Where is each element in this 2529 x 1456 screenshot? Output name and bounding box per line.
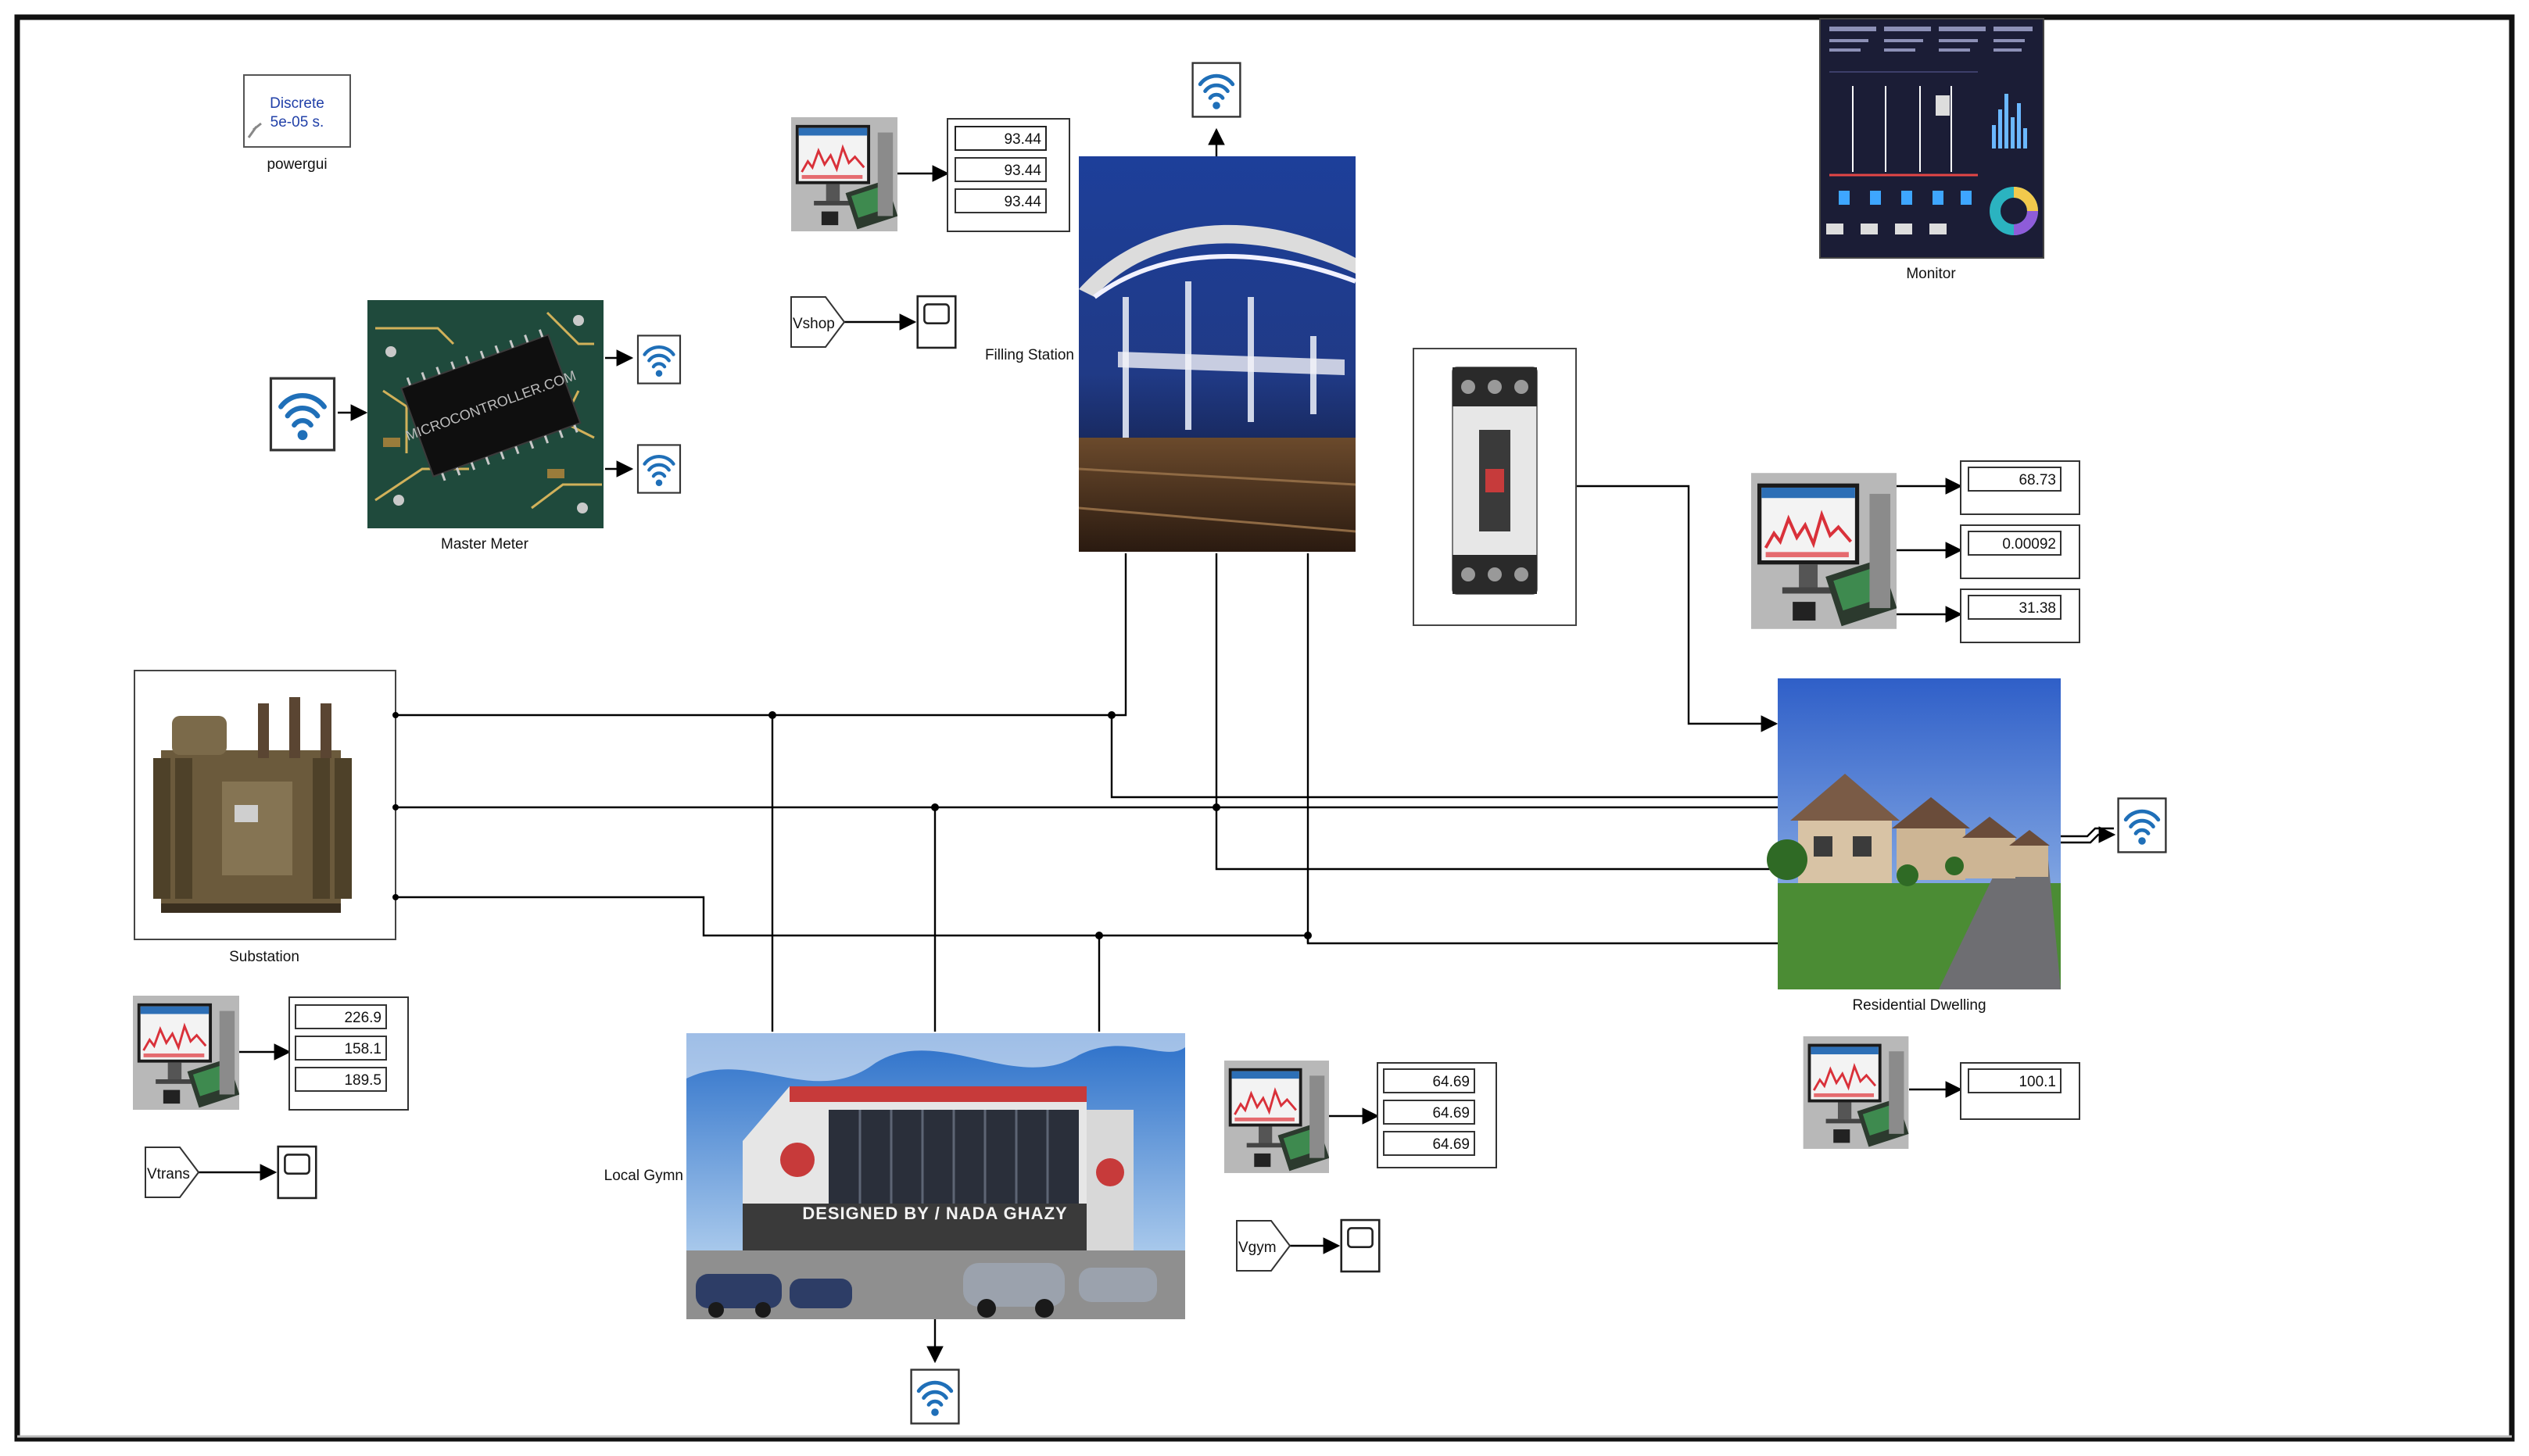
monitor-block[interactable]: Monitor <box>1819 18 2044 282</box>
pcb-components <box>383 315 588 513</box>
wifi-icon[interactable] <box>912 1370 959 1424</box>
substation-block[interactable]: Substation <box>134 670 396 965</box>
display-value: 64.69 <box>1432 1105 1470 1122</box>
residential-display: 68.73 0.00092 31.38 <box>1960 460 2080 643</box>
smart-meter-icon[interactable] <box>791 117 897 231</box>
master-meter-block[interactable]: MICROCONTROLLER.COM Master Meter <box>367 300 604 553</box>
wifi-icon[interactable] <box>638 335 680 383</box>
substation-label: Substation <box>229 949 299 965</box>
wifi-icon[interactable] <box>1193 63 1241 117</box>
filling-station-block[interactable]: Filling Station <box>985 156 1357 552</box>
display-value: 158.1 <box>344 1041 381 1057</box>
gym-banner-text: DESIGNED BY / NADA GHAZY <box>802 1204 1067 1223</box>
vgym-tag[interactable]: Vgym <box>1236 1220 1291 1272</box>
local-gym-block[interactable]: DESIGNED BY / NADA GHAZY Local Gymn <box>604 1033 1185 1319</box>
gym-display: 64.69 64.69 64.69 <box>1377 1062 1497 1168</box>
substation-display: 226.9 158.1 189.5 <box>288 996 409 1111</box>
wifi-icon[interactable] <box>2119 799 2166 853</box>
wifi-icon[interactable] <box>270 378 334 450</box>
wires <box>199 127 2116 1364</box>
wifi-icon[interactable] <box>638 445 680 492</box>
residential-dwelling-label: Residential Dwelling <box>1852 997 1986 1014</box>
display-value: 93.44 <box>1004 131 1041 148</box>
scope-icon[interactable] <box>916 295 957 349</box>
scope-icon[interactable] <box>277 1145 317 1200</box>
vshop-tag-label: Vshop <box>793 316 835 332</box>
monitor-dashboard <box>1826 27 2038 235</box>
display-value: 31.38 <box>2019 600 2056 617</box>
residential-dwelling-block[interactable]: Residential Dwelling <box>1767 678 2061 1014</box>
display-value: 226.9 <box>344 1010 381 1026</box>
outer-frame <box>14 14 2515 1442</box>
powergui-line2: 5e-05 s. <box>270 114 324 131</box>
monitor-label: Monitor <box>1906 266 1956 282</box>
powergui-line1: Discrete <box>270 95 324 112</box>
display-value: 93.44 <box>1004 163 1041 179</box>
vshop-tag[interactable]: Vshop <box>790 296 846 348</box>
vgym-tag-label: Vgym <box>1238 1240 1277 1256</box>
powergui-link-icon <box>247 122 262 138</box>
display-value: 189.5 <box>344 1072 381 1089</box>
display-value: 93.44 <box>1004 194 1041 210</box>
filling-station-label: Filling Station <box>985 347 1074 363</box>
residential-single-display: 100.1 <box>1960 1062 2080 1120</box>
circuit-breaker-block[interactable] <box>1413 348 1577 626</box>
display-value: 64.69 <box>1432 1074 1470 1090</box>
vtrans-tag[interactable]: Vtrans <box>145 1147 200 1198</box>
scope-icon[interactable] <box>1340 1218 1381 1273</box>
powergui-label: powergui <box>267 156 327 173</box>
display-value: 100.1 <box>2019 1074 2056 1090</box>
smart-meter-icon[interactable] <box>1803 1036 1909 1149</box>
smart-meter-icon[interactable] <box>1224 1060 1329 1174</box>
filling-station-display: 93.44 93.44 93.44 <box>947 118 1070 232</box>
display-value: 68.73 <box>2019 472 2056 488</box>
master-meter-label: Master Meter <box>441 536 529 553</box>
smart-meter-icon[interactable] <box>133 996 239 1110</box>
smart-meter-icon[interactable] <box>1751 473 1897 628</box>
powergui-block[interactable]: Discrete 5e-05 s. powergui <box>243 74 351 173</box>
vtrans-tag-label: Vtrans <box>147 1166 190 1182</box>
display-value: 0.00092 <box>2002 536 2056 553</box>
local-gym-label: Local Gymn <box>604 1168 683 1184</box>
display-value: 64.69 <box>1432 1136 1470 1153</box>
